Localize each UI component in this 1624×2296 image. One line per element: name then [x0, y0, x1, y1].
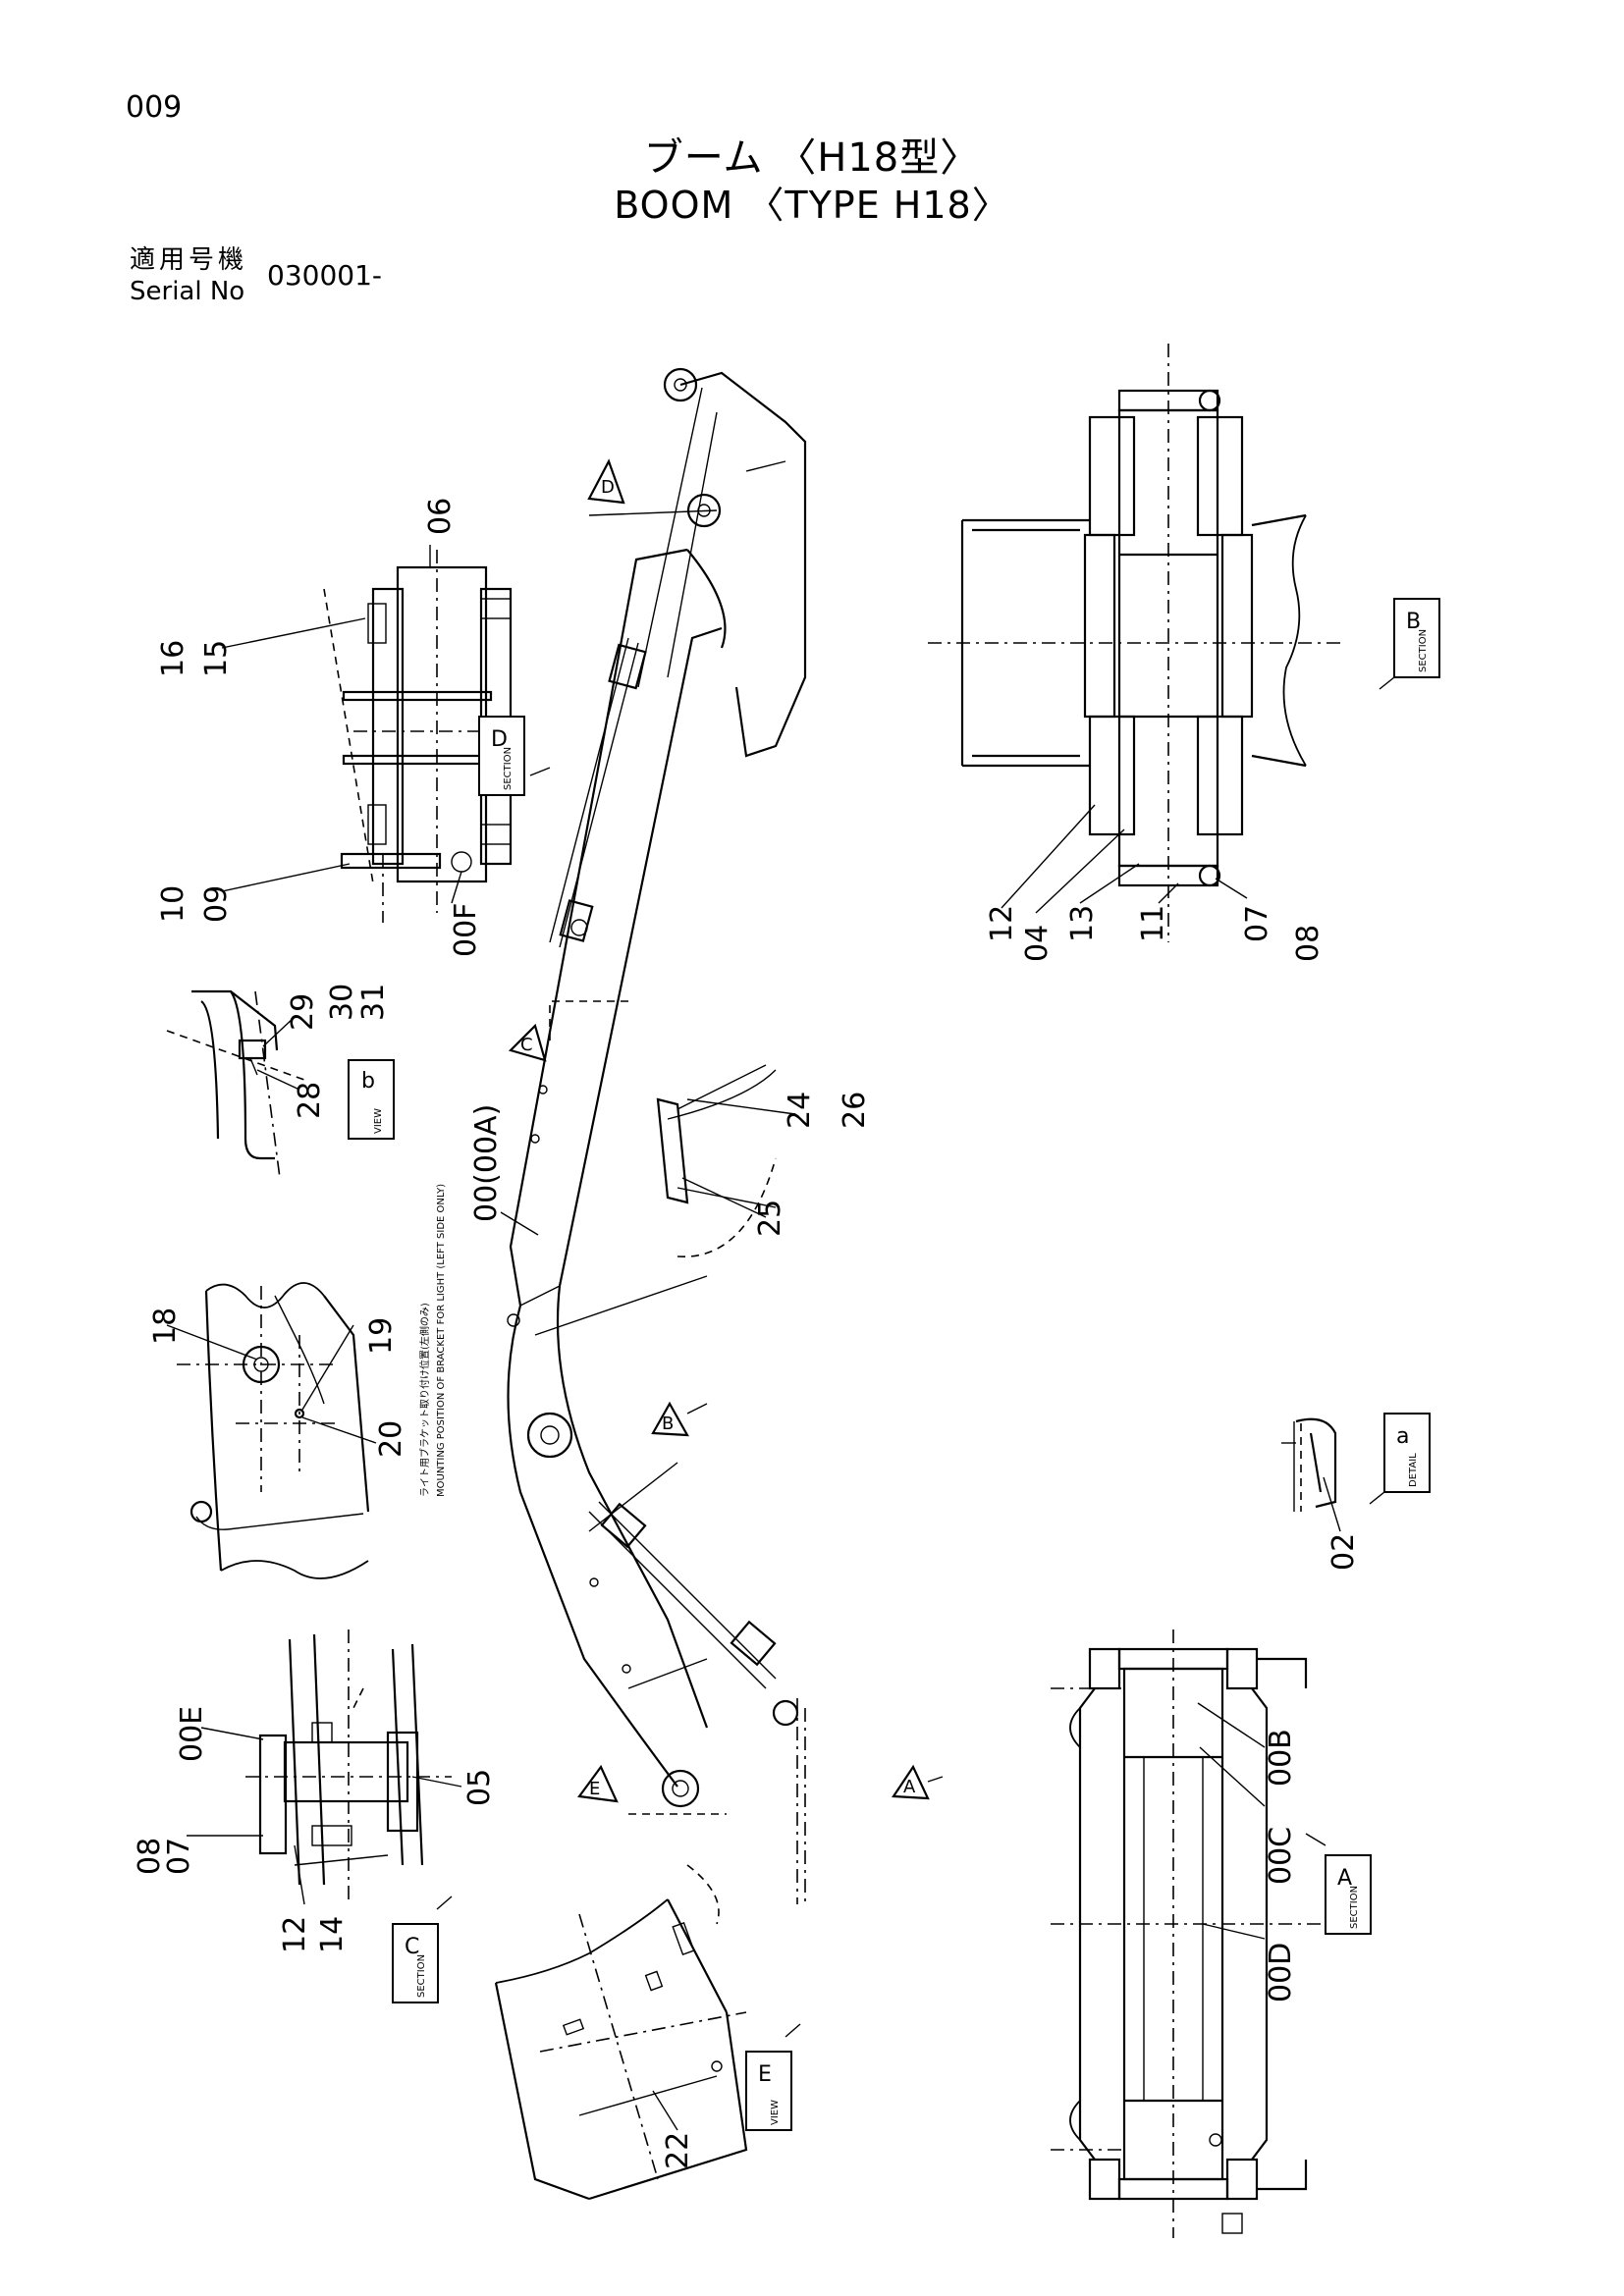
- callouts-section-b: 12 04 13 11 07 08: [985, 804, 1326, 962]
- callout-24-label: 24: [783, 1092, 817, 1129]
- callout-00b-label: 00B: [1264, 1729, 1298, 1787]
- section-c-label: SECTION: [416, 1954, 427, 1998]
- view-b-letter: b: [361, 1069, 375, 1094]
- detail-a-letter: a: [1396, 1424, 1409, 1449]
- callout-29-label: 29: [286, 993, 320, 1031]
- callout-26-label: 26: [838, 1092, 872, 1129]
- callout-00e-label: 00E: [175, 1706, 209, 1762]
- callout-00-00a: 00(00A): [469, 1104, 539, 1236]
- callout-19-label: 19: [364, 1317, 399, 1355]
- callout-02-label: 02: [1326, 1533, 1361, 1571]
- callout-14-label: 14: [315, 1916, 350, 1953]
- main-boom: [507, 367, 807, 1925]
- note-light-bracket-jp: ライト用ブラケット取り付け位置(左側のみ): [418, 1303, 431, 1497]
- callout-06-label: 06: [423, 498, 458, 535]
- label-detail-a: a DETAIL: [1369, 1413, 1431, 1505]
- callout-30-label: 30: [325, 984, 359, 1021]
- callouts-view-b: 29 30 31 28: [256, 984, 391, 1119]
- callouts-light-bracket: 18 19 20: [148, 1308, 408, 1458]
- cut-arrow-c-label: C: [520, 1035, 533, 1055]
- callout-22: 22: [652, 2090, 695, 2169]
- title-english: BOOM 〈TYPE H18〉: [614, 184, 1010, 227]
- note-light-bracket-en: MOUNTING POSITION OF BRACKET FOR LIGHT (…: [436, 1184, 447, 1497]
- callout-22-label: 22: [661, 2132, 695, 2169]
- cut-arrow-d-label: D: [601, 477, 615, 498]
- serial-label-english: Serial No: [130, 277, 245, 306]
- label-section-a: A SECTION: [1305, 1833, 1372, 1935]
- callout-08-left-label: 08: [133, 1838, 167, 1875]
- cut-arrow-a: A: [892, 1764, 944, 1800]
- callout-10-label: 10: [156, 885, 190, 923]
- page-number: 009: [126, 90, 183, 125]
- section-c-detail: [245, 1629, 452, 1904]
- callout-28-label: 28: [293, 1082, 327, 1119]
- section-b-label: SECTION: [1418, 629, 1429, 672]
- section-b-letter: B: [1406, 610, 1421, 634]
- callouts-section-a: 00B 00C 00D: [1197, 1702, 1298, 2002]
- label-section-d: D SECTION: [478, 716, 551, 796]
- cut-arrow-d: D: [587, 458, 718, 516]
- section-a-label: SECTION: [1349, 1886, 1360, 1929]
- serial-label-japanese: 適用号機: [130, 245, 248, 275]
- view-b-detail: [166, 989, 305, 1179]
- callout-24-26-25: 24 26 25: [677, 1092, 872, 1257]
- section-a-detail: [1051, 1629, 1345, 2238]
- callout-07-left-label: 07: [162, 1838, 196, 1875]
- cut-arrow-c: C: [508, 1000, 628, 1062]
- callout-02: 02: [1323, 1476, 1361, 1571]
- section-a-letter: A: [1337, 1866, 1352, 1891]
- view-e-letter: E: [758, 2062, 772, 2087]
- callout-00c-label: 00C: [1264, 1827, 1298, 1885]
- cut-arrow-a-label: A: [903, 1777, 916, 1797]
- section-b-detail: [928, 344, 1345, 942]
- label-section-c: C SECTION: [392, 1896, 453, 2003]
- callout-00d-label: 00D: [1264, 1943, 1298, 2002]
- callout-25-label: 25: [753, 1200, 787, 1237]
- light-bracket-detail: [177, 1282, 370, 1579]
- callout-16-label: 16: [156, 640, 190, 677]
- section-c-letter: C: [405, 1935, 419, 1959]
- callout-31-label: 31: [356, 984, 391, 1021]
- callout-11-label: 11: [1136, 905, 1170, 942]
- section-d-detail: [323, 545, 513, 923]
- label-section-b: B SECTION: [1379, 598, 1440, 690]
- serial-number-value: 030001-: [267, 259, 382, 292]
- callout-13-label: 13: [1065, 905, 1100, 942]
- callout-05-label: 05: [462, 1769, 497, 1806]
- label-view-e: E VIEW: [745, 2023, 801, 2131]
- callout-18-label: 18: [148, 1308, 183, 1345]
- view-b-label: VIEW: [373, 1108, 384, 1134]
- cut-arrow-b-label: B: [662, 1414, 674, 1434]
- detail-a-label: DETAIL: [1408, 1453, 1419, 1487]
- detail-a-detail: [1281, 1417, 1337, 1512]
- callout-12-left-label: 12: [278, 1916, 312, 1953]
- view-e-label: VIEW: [770, 2100, 781, 2125]
- cut-arrow-e-label: E: [589, 1779, 600, 1799]
- callout-09-label: 09: [199, 885, 234, 923]
- label-view-b: b VIEW: [348, 1059, 395, 1140]
- callout-00-00a-label: 00(00A): [469, 1104, 504, 1222]
- section-d-letter: D: [491, 727, 508, 752]
- callout-20-label: 20: [374, 1420, 408, 1458]
- cut-arrow-e: E: [577, 1764, 619, 1803]
- callout-00f-label: 00F: [449, 903, 483, 957]
- callout-04-label: 04: [1020, 925, 1055, 962]
- callout-12-right-label: 12: [985, 905, 1019, 942]
- callout-07-right-label: 07: [1240, 905, 1274, 942]
- callouts-section-c: 00E 05 08 07 12 14: [133, 1706, 497, 1953]
- section-d-label: SECTION: [503, 747, 514, 790]
- cut-arrow-b: B: [651, 1401, 708, 1437]
- callouts-section-d: 06 16 15 10 09 00F: [156, 498, 483, 957]
- callout-15-label: 15: [199, 640, 234, 677]
- note-light-bracket: ライト用ブラケット取り付け位置(左側のみ) MOUNTING POSITION …: [418, 1184, 447, 1497]
- title-japanese: ブーム 〈H18型〉: [643, 135, 981, 181]
- callout-08-right-label: 08: [1291, 925, 1326, 962]
- view-e-detail: [494, 1898, 748, 2201]
